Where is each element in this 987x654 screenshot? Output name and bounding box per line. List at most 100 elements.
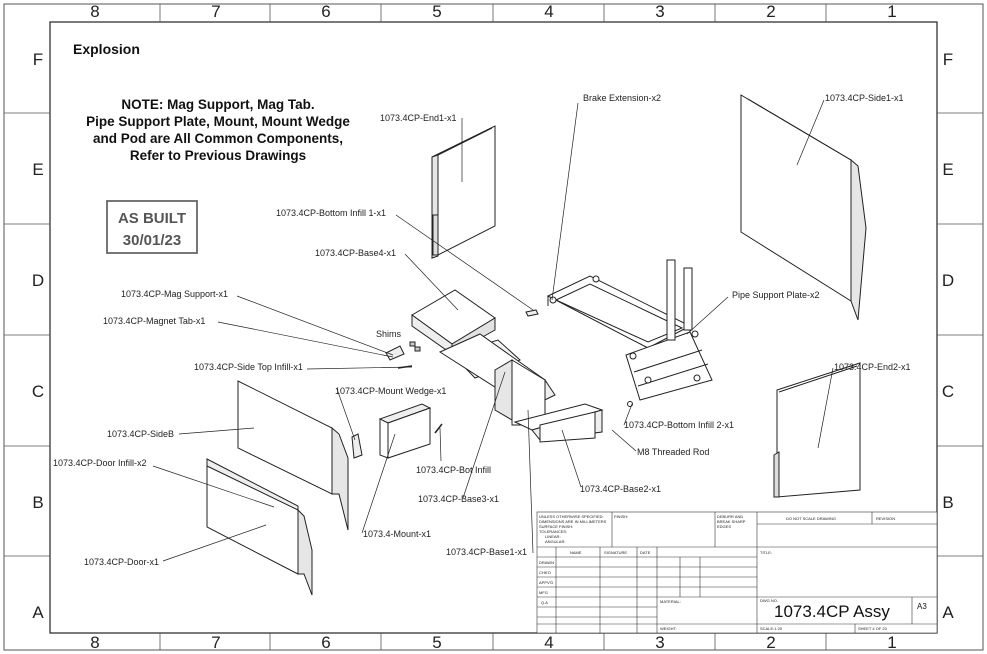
- zone-col-label: 8: [90, 2, 99, 21]
- tb-dwg-no-label: DWG NO.: [760, 598, 778, 603]
- part-side1: [740, 94, 867, 321]
- callout-side-top-infill: 1073.4CP-Side Top Infill-x1: [194, 362, 303, 372]
- callout-mag-support: 1073.4CP-Mag Support-x1: [121, 289, 228, 299]
- part-base-channel: [438, 333, 556, 426]
- callout-mount-wedge: 1073.4CP-Mount Wedge-x1: [335, 386, 446, 396]
- tb-tolerance-line: LINEAR:: [545, 534, 561, 539]
- callout-side1: 1073.4CP-Side1-x1: [825, 93, 904, 103]
- zone-row-label: D: [32, 271, 44, 290]
- tb-title-label: TITLE:: [760, 550, 772, 555]
- zone-col-label: 8: [90, 633, 99, 652]
- note-line: Refer to Previous Drawings: [130, 148, 306, 163]
- zone-col-label: 1: [887, 2, 896, 21]
- tb-weight-label: WEIGHT:: [660, 626, 677, 631]
- tb-deburr-line: EDGES: [717, 524, 731, 529]
- tb-scale: SCALE:1:20: [760, 626, 783, 631]
- part-mount: [378, 403, 432, 459]
- zone-row-label: A: [32, 603, 44, 622]
- tb-header-signature: SIGNATURE: [604, 550, 627, 555]
- callout-bottom-infill-1: 1073.4CP-Bottom Infill 1-x1: [276, 208, 386, 218]
- callout-door-infill: 1073.4CP-Door Infill-x2: [53, 458, 147, 468]
- callout-shims: Shims: [376, 329, 402, 339]
- part-shims: [409, 341, 421, 352]
- zone-col-label: 3: [655, 633, 664, 652]
- tb-tolerance-line: UNLESS OTHERWISE SPECIFIED:: [539, 514, 604, 519]
- zone-row-label: B: [32, 493, 43, 512]
- tb-row-label: Q.A: [541, 600, 548, 605]
- callout-magnet-tab: 1073.4CP-Magnet Tab-x1: [103, 316, 205, 326]
- part-mount-wedge: [351, 433, 363, 459]
- zone-col-label: 7: [211, 633, 220, 652]
- callout-door: 1073.4CP-Door-x1: [84, 557, 159, 567]
- stamp-line-2: 30/01/23: [123, 232, 181, 249]
- zone-row-label: B: [942, 493, 953, 512]
- part-bottom-infill-1: [525, 309, 539, 317]
- callout-base4: 1073.4CP-Base4-x1: [315, 248, 396, 258]
- zone-col-label: 5: [432, 2, 441, 21]
- callout-brake-extension: Brake Extension-x2: [583, 93, 661, 103]
- part-door: [206, 465, 313, 596]
- zone-row-label: E: [32, 160, 43, 179]
- zone-row-label: F: [943, 50, 953, 69]
- callout-mount: 1073.4-Mount-x1: [363, 529, 431, 539]
- tb-tolerance-line: TOLERANCES:: [539, 529, 567, 534]
- zone-row-label: C: [32, 382, 44, 401]
- tb-tolerance-line: ANGULAR:: [545, 539, 565, 544]
- callouts: Brake Extension-x2 1073.4CP-Side1-x1 107…: [53, 93, 911, 567]
- zone-col-label: 3: [655, 2, 664, 21]
- tb-material-label: MATERIAL:: [660, 599, 681, 604]
- tb-header-name: NAME: [570, 550, 582, 555]
- callout-end1: 1073.4CP-End1-x1: [380, 113, 457, 123]
- tb-header-date: DATE: [640, 550, 651, 555]
- tb-do-not-scale: DO NOT SCALE DRAWING: [786, 516, 836, 521]
- callout-bot-infill: 1073.4CP-Bot Infill: [416, 465, 491, 475]
- title-block: [536, 511, 938, 634]
- callout-sideb: 1073.4CP-SideB: [107, 429, 174, 439]
- zone-labels-bottom: 8 7 6 5 4 3 2 1: [90, 633, 896, 652]
- tb-tolerance-line: SURFACE FINISH:: [539, 524, 573, 529]
- part-base2: [513, 403, 604, 443]
- stamp-line-1: AS BUILT: [118, 210, 186, 227]
- callout-end2: 1073.4CP-End2-x1: [834, 362, 911, 372]
- part-bot-infill: [434, 423, 443, 434]
- zone-col-label: 6: [321, 2, 330, 21]
- zone-row-label: F: [33, 50, 43, 69]
- zone-col-label: 7: [211, 2, 220, 21]
- tb-finish-label: FINISH:: [614, 514, 628, 519]
- callout-base3: 1073.4CP-Base3-x1: [418, 494, 499, 504]
- as-built-stamp: AS BUILT 30/01/23: [106, 200, 198, 254]
- zone-col-label: 4: [544, 2, 553, 21]
- tb-tolerance-line: DIMENSIONS ARE IN MILLIMETERS: [539, 519, 607, 524]
- note-line: NOTE: Mag Support, Mag Tab.: [121, 97, 314, 112]
- tb-deburr-line: BREAK SHARP: [717, 519, 746, 524]
- drawing-frame: [49, 21, 938, 634]
- callout-pipe-support-plate: Pipe Support Plate-x2: [732, 290, 820, 300]
- callout-base2: 1073.4CP-Base2-x1: [580, 484, 661, 494]
- note-line: and Pod are All Common Components,: [93, 131, 343, 146]
- zone-labels-top: 8 7 6 5 4 3 2 1: [90, 2, 896, 21]
- tb-row-label: CHK'D: [539, 570, 551, 575]
- note-line: Pipe Support Plate, Mount, Mount Wedge: [86, 114, 350, 129]
- tb-size: A3: [917, 602, 927, 611]
- view-title: Explosion: [73, 41, 140, 57]
- part-sideb: [237, 380, 349, 531]
- zone-row-label: D: [942, 271, 954, 290]
- title-block-text: UNLESS OTHERWISE SPECIFIED: DIMENSIONS A…: [539, 514, 895, 631]
- zone-labels-sides: F E D C B A F E D C B A: [32, 50, 954, 622]
- zone-col-label: 5: [432, 633, 441, 652]
- tb-deburr-line: DEBURR AND: [717, 514, 743, 519]
- tb-revision-label: REVISION: [876, 516, 895, 521]
- zone-col-label: 6: [321, 633, 330, 652]
- note-block: NOTE: Mag Support, Mag Tab. Pipe Support…: [86, 97, 350, 163]
- zone-col-label: 2: [766, 633, 775, 652]
- zone-row-label: C: [942, 382, 954, 401]
- part-end2: [773, 362, 861, 498]
- tb-row-label: DRAWN: [539, 560, 554, 565]
- part-frame: [546, 259, 713, 407]
- callout-bottom-infill-2: 1073.4CP-Bottom Infill 2-x1: [624, 420, 734, 430]
- zone-col-label: 1: [887, 633, 896, 652]
- part-end1: [431, 125, 496, 259]
- zone-row-label: A: [942, 603, 954, 622]
- tb-row-label: APPV'D: [539, 580, 553, 585]
